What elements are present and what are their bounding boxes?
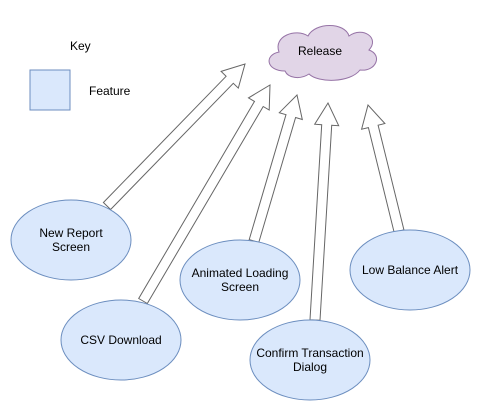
dependency-arrows (102, 63, 405, 321)
feature-ellipse[interactable] (179, 239, 301, 321)
feature-label: New Report (39, 226, 103, 240)
arrow-csv-download[interactable] (138, 84, 271, 305)
feature-ellipse[interactable] (349, 229, 471, 311)
arrow-new-report-screen[interactable] (102, 63, 246, 211)
key-feature-label: Feature (89, 84, 131, 98)
key-feature-swatch (29, 69, 71, 111)
feature-label: Dialog (293, 360, 327, 374)
arrow-low-balance-alert[interactable] (360, 103, 405, 233)
release-cloud[interactable] (268, 25, 378, 81)
key-title: Key (70, 39, 91, 53)
feature-label: Screen (52, 240, 90, 254)
feature-label: CSV Download (80, 333, 161, 347)
feature-csv-download[interactable]: CSV Download (60, 299, 182, 381)
arrow-confirm-transaction-dialog[interactable] (309, 101, 340, 321)
feature-label: Low Balance Alert (362, 263, 459, 277)
feature-low-balance-alert[interactable]: Low Balance Alert (349, 229, 471, 311)
feature-ellipse[interactable] (10, 199, 132, 281)
feature-label: Screen (221, 280, 259, 294)
feature-label: Animated Loading (192, 266, 289, 280)
arrow-animated-loading-screen[interactable] (248, 93, 303, 244)
feature-ellipse[interactable] (60, 299, 182, 381)
feature-ellipse[interactable] (249, 319, 371, 401)
feature-label: Confirm Transaction (256, 346, 363, 360)
release-label: Release (298, 44, 342, 58)
